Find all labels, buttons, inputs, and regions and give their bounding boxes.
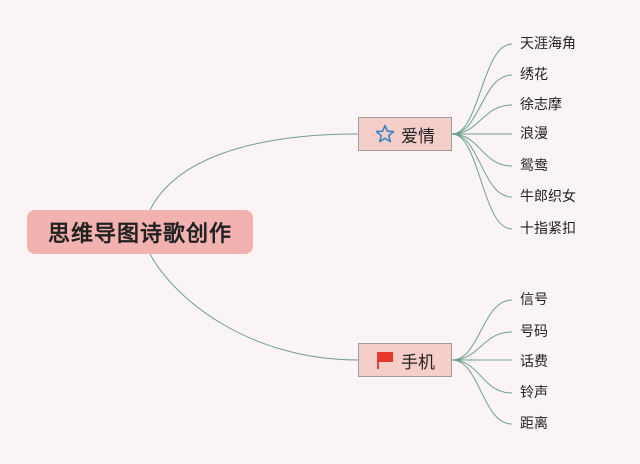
branch-topic-love[interactable]: 爱情	[358, 117, 452, 151]
root-to-phone-connector	[149, 253, 359, 361]
leaf-topic[interactable]: 天涯海角	[520, 36, 576, 52]
root-to-love-connector	[149, 133, 359, 211]
leaf-topic[interactable]: 信号	[520, 292, 548, 308]
leaf-topic[interactable]: 浪漫	[520, 126, 548, 142]
leaf-topic[interactable]: 徐志摩	[520, 97, 562, 113]
leaf-topic[interactable]: 绣花	[520, 67, 548, 83]
branch-topic-label: 爱情	[401, 126, 435, 147]
love-leaf-connectors	[451, 43, 513, 230]
root-topic[interactable]: 思维导图诗歌创作	[27, 210, 253, 254]
phone-leaf-connectors	[451, 299, 513, 425]
star-outline-icon	[375, 124, 395, 144]
leaf-topic[interactable]: 铃声	[520, 385, 548, 401]
root-topic-label: 思维导图诗歌创作	[47, 222, 232, 247]
leaf-topic[interactable]: 号码	[520, 324, 548, 340]
leaf-topic[interactable]: 牛郎织女	[520, 189, 576, 205]
branch-topic-phone[interactable]: 手机	[358, 343, 452, 377]
leaf-topic[interactable]: 十指紧扣	[520, 221, 576, 237]
leaf-topic[interactable]: 话费	[520, 354, 548, 370]
leaf-topic[interactable]: 鸳鸯	[520, 158, 548, 174]
red-flag-icon	[375, 350, 395, 370]
leaf-topic[interactable]: 距离	[520, 416, 548, 432]
branch-topic-label: 手机	[401, 352, 435, 373]
